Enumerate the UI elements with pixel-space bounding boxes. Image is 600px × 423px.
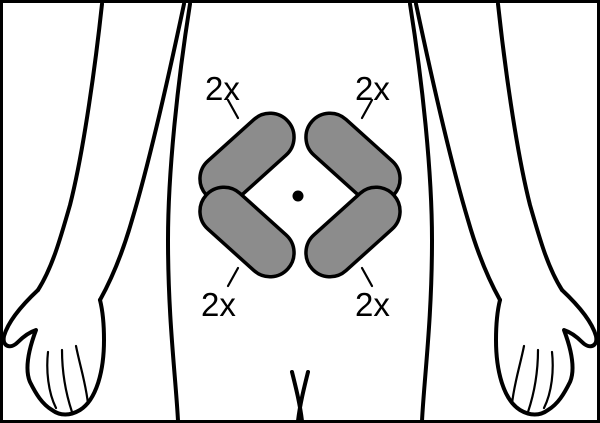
left-hand [1, 288, 106, 417]
groin-line-right [296, 370, 310, 423]
left-arm-outer-line [36, 2, 104, 292]
left-arm [36, 2, 186, 302]
pad-lower-left [198, 185, 296, 279]
torso-right-side [408, 2, 434, 423]
right-arm [414, 2, 564, 302]
left-finger-line-1 [46, 350, 58, 410]
upper-left-label: 2x [205, 70, 240, 107]
upper-right-leader-line [360, 98, 374, 120]
right-finger-line-3 [510, 344, 526, 406]
right-finger-line-1 [542, 350, 554, 410]
pad-lower-right [304, 185, 402, 279]
left-arm-inner-line [98, 2, 186, 302]
right-arm-inner-line [414, 2, 502, 302]
left-finger-line-2 [60, 348, 74, 414]
upper-left-leader-line [226, 98, 240, 120]
right-hand [494, 288, 599, 417]
electrode-pads [198, 111, 402, 279]
torso-left-side [166, 2, 192, 423]
lower-left-leader-line [226, 266, 240, 288]
groin-line-left [290, 370, 304, 423]
upper-right-label: 2x [355, 70, 390, 107]
right-finger-line-2 [526, 348, 540, 414]
lower-right-leader-line [360, 266, 374, 288]
right-arm-outer-line [496, 2, 564, 292]
navel-dot-icon [292, 190, 304, 202]
left-finger-line-3 [74, 344, 90, 406]
lower-left-label: 2x [201, 286, 236, 323]
lower-right-label: 2x [355, 286, 390, 323]
